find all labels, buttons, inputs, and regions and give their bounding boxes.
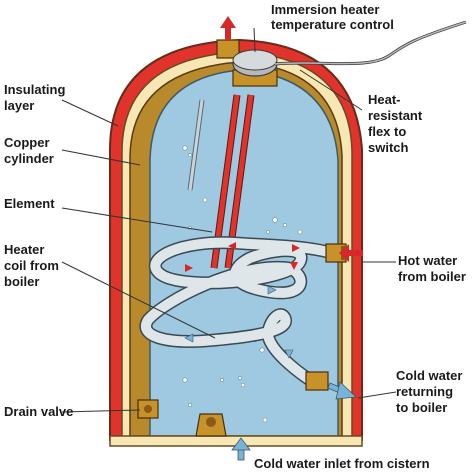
heater-coil xyxy=(139,236,335,387)
cold-inlet-fitting xyxy=(195,413,227,437)
leader-lines xyxy=(61,27,397,413)
cold-water-inlet-label: Cold water inlet from cistern xyxy=(254,456,430,471)
element-label: Element xyxy=(4,196,55,211)
copper-cylinder-label: Copper cylinder xyxy=(4,135,54,166)
hot-water-label: Hot water from boiler xyxy=(398,253,466,284)
insulating-layer-label: Insulating layer xyxy=(4,82,69,113)
immersion-heater-control xyxy=(232,49,278,87)
cold-inlet-arrow xyxy=(231,437,251,461)
cold-water-returning-label: Cold water returning to boiler xyxy=(396,368,466,415)
drain-valve-label: Drain valve xyxy=(4,404,73,419)
hot-water-in-arrow xyxy=(339,244,363,262)
cold-flow-arrows xyxy=(184,285,294,359)
heater-coil-label: Heater coil from boiler xyxy=(4,242,63,289)
cold-return-arrow xyxy=(327,381,357,400)
heat-resistant-flex-label: Heat- resistant flex to switch xyxy=(368,92,426,155)
hot-flow-arrows xyxy=(185,242,300,272)
immersion-heater-label: Immersion heater temperature control xyxy=(271,2,394,32)
drain-valve-fitting xyxy=(137,399,159,419)
cylinder-base xyxy=(109,435,363,447)
top-outlet-arrow xyxy=(220,16,236,40)
cold-return-fitting xyxy=(305,371,329,391)
